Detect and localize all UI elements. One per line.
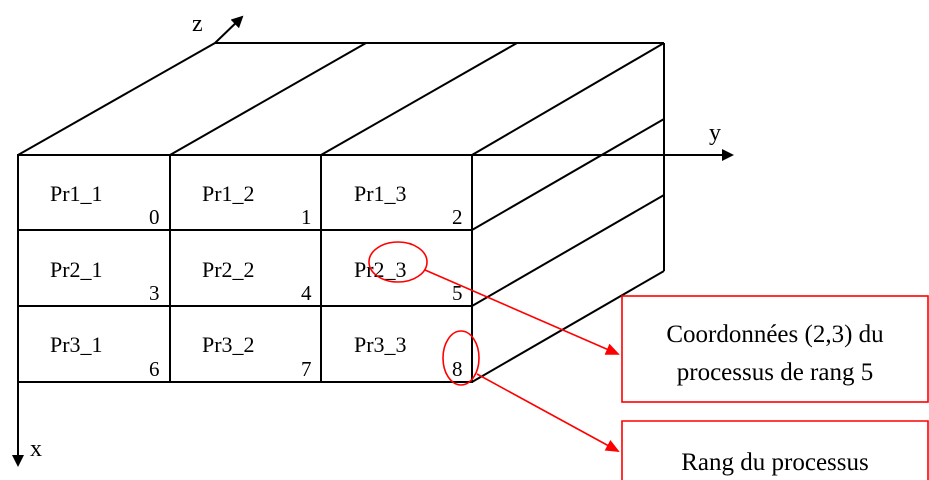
x-axis-label: x [30,436,42,462]
cell-label: Pr1_1 [50,181,103,206]
cell-rank: 4 [301,281,312,305]
coords-arrow [424,269,620,355]
coords-callout-line1: Coordonnées (2,3) du [666,321,884,348]
cell-rank: 8 [452,357,463,381]
process-cells: Pr1_1 0 Pr1_2 1 Pr1_3 2 Pr2_1 3 Pr2_2 4 … [50,181,463,381]
rank-highlight-ellipse [442,330,480,386]
z-axis-arrow [214,15,244,44]
coords-highlight-ellipse [368,241,428,283]
coords-callout-box [621,295,929,403]
cell-rank: 7 [301,357,312,381]
cell-rank: 5 [452,281,463,305]
y-axis-label: y [709,120,721,146]
cell-label: Pr1_3 [354,181,407,206]
cell-rank: 1 [301,205,312,229]
cell-label: Pr3_3 [354,332,407,357]
annotations: Coordonnées (2,3) du processus de rang 5… [368,241,929,480]
coords-callout-line2: processus de rang 5 [677,359,873,386]
cell-rank: 0 [149,205,160,229]
cell-label: Pr3_2 [202,332,255,357]
cell-label: Pr2_1 [50,257,103,282]
rank-callout-box [621,420,929,480]
cell-rank: 3 [149,281,160,305]
z-axis-label: z [192,11,203,37]
cell-rank: 2 [452,205,463,229]
cell-rank: 6 [149,357,160,381]
rank-arrow [476,373,620,452]
cell-label: Pr2_2 [202,257,255,282]
rank-callout-text: Rang du processus [681,449,868,476]
cell-label: Pr3_1 [50,332,103,357]
axes: y z x [12,11,734,467]
cell-label: Pr1_2 [202,181,255,206]
cube-frame [17,42,665,383]
